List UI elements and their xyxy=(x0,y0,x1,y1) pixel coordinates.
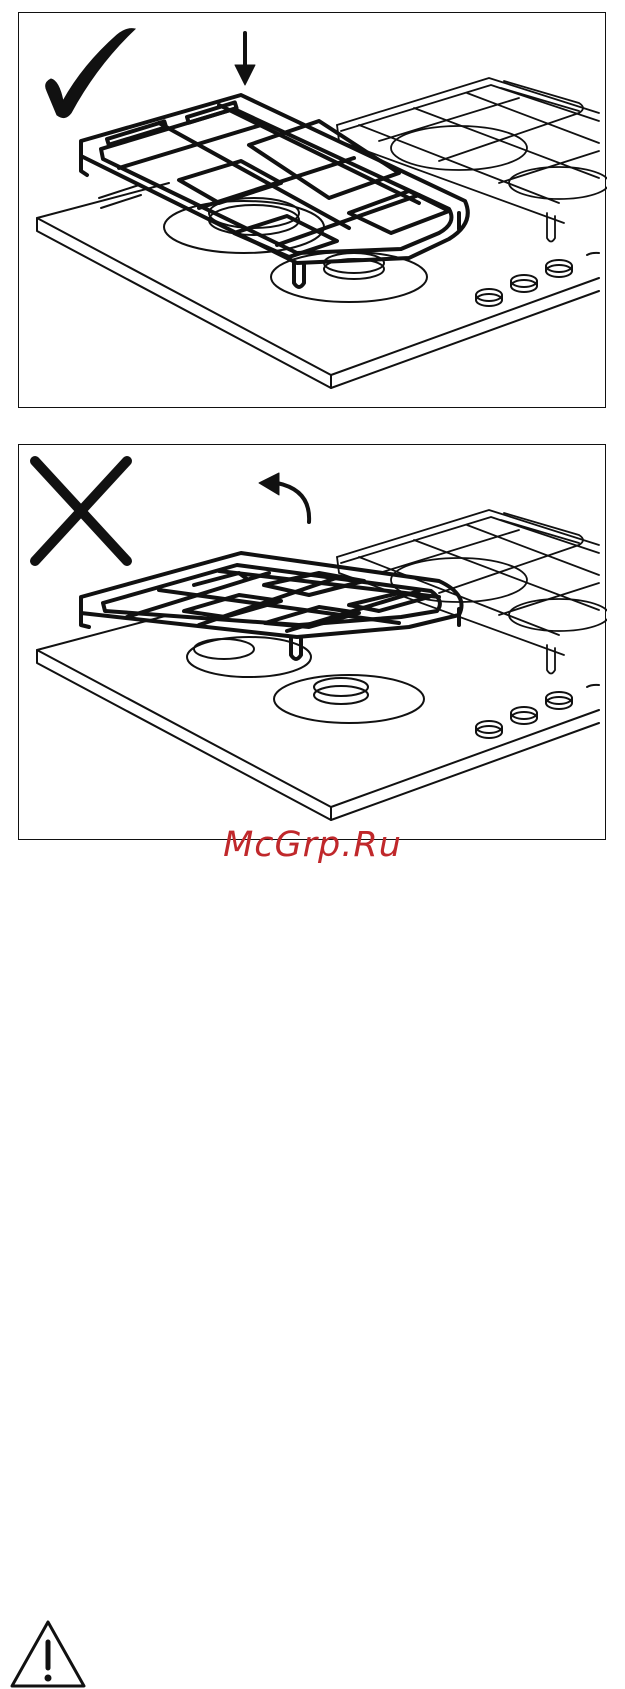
illustration-wrong-placement xyxy=(18,444,606,840)
hob-drawing-correct xyxy=(19,13,607,409)
curved-arrow-icon xyxy=(259,473,309,522)
burners xyxy=(187,637,424,723)
warning-triangle-icon xyxy=(8,1618,88,1688)
rear-pan-support xyxy=(337,510,607,674)
check-icon xyxy=(46,29,135,118)
hob-drawing-wrong xyxy=(19,445,607,841)
front-pan-support xyxy=(81,553,462,659)
cross-icon xyxy=(35,461,127,561)
watermark: McGrp.Ru xyxy=(0,825,625,865)
arrow-down-icon xyxy=(235,33,255,85)
illustration-correct-placement xyxy=(18,12,606,408)
